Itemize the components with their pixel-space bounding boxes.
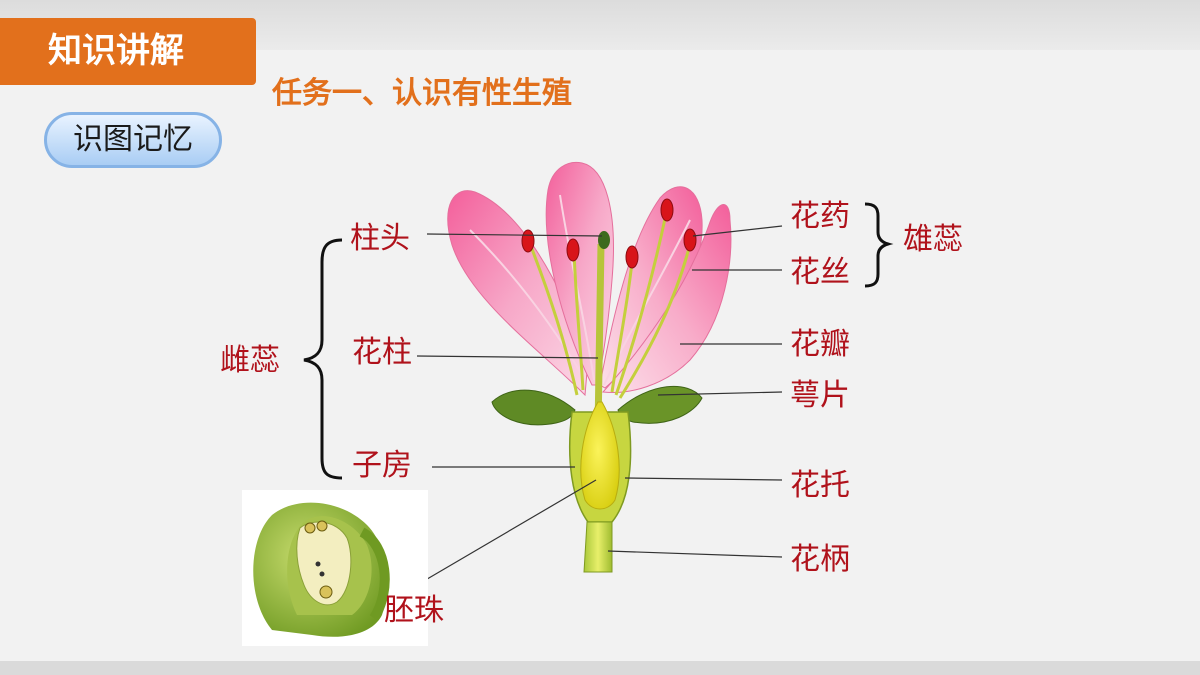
sepals [491,385,703,426]
leader-lines [404,225,783,593]
stamen-brace [864,202,894,288]
petal-left [447,190,589,397]
pedicel [583,521,613,573]
bottom-band [0,661,1200,675]
label-style: 花柱 [352,335,412,370]
label-stigma: 柱头 [350,221,410,256]
stamens [521,198,697,399]
section-tab: 知识讲解 [0,18,256,85]
sepal-right [617,385,703,424]
label-pedicel: 花柄 [790,542,850,577]
label-stamen: 雄蕊 [903,222,963,257]
label-anther: 花药 [790,199,850,234]
petals [447,161,732,397]
label-receptacle: 花托 [790,468,850,503]
sepal-left [491,389,576,426]
label-sepal: 萼片 [790,378,850,413]
pistil-brace [303,238,343,480]
label-filament: 花丝 [790,255,850,290]
memory-pill: 识图记忆 [44,112,222,168]
label-pistil: 雌蕊 [220,343,280,378]
ovule-illustration [253,502,390,637]
label-petal: 花瓣 [790,327,850,362]
label-ovule: 胚珠 [384,593,444,628]
ovary [580,401,620,510]
ovule-inset [242,490,428,646]
pistil [568,231,632,573]
task-title: 任务一、认识有性生殖 [272,76,572,111]
stigma [598,231,610,249]
label-ovary: 子房 [352,448,412,483]
